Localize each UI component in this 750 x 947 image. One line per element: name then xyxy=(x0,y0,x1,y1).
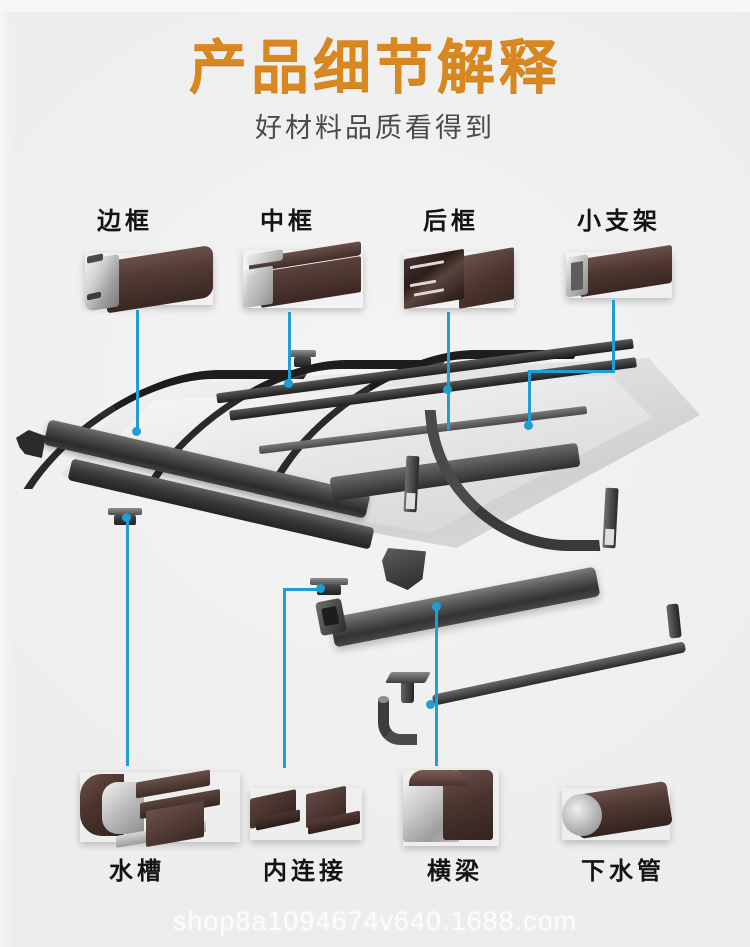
mount-clip-mid xyxy=(310,578,348,595)
leader-line-middle-frame xyxy=(288,312,291,384)
part-label-small-bracket: 小支架 xyxy=(577,208,661,235)
leader-dot-downspout xyxy=(426,700,435,709)
leader-dot-rear-frame xyxy=(443,385,452,394)
inner-connector-icon xyxy=(250,785,362,840)
page-title: 产品细节解释 xyxy=(188,35,561,100)
leader-dot-cross-beam xyxy=(432,602,441,611)
downspout-rod xyxy=(431,641,687,706)
leader-dot-side-frame xyxy=(132,427,141,436)
part-label-rear-frame: 后框 xyxy=(423,208,479,235)
rear-frame-profile-icon xyxy=(404,247,514,310)
gutter-profile-icon xyxy=(80,769,240,848)
part-label-inner-connector: 内连接 xyxy=(263,858,347,885)
watermark: shop8a1094674v640.1688.com xyxy=(172,906,578,936)
part-label-gutter: 水槽 xyxy=(109,858,165,885)
leader-line-inner-connector-h xyxy=(283,588,319,591)
header: 产品细节解释 好材料品质看得到 xyxy=(0,0,750,144)
elbow-pipe-icon xyxy=(378,696,417,745)
downspout-pipe-icon xyxy=(558,780,673,840)
leader-line-rear-frame xyxy=(447,312,450,430)
leader-line-small-bracket-h xyxy=(528,370,615,373)
part-label-middle-frame: 中框 xyxy=(260,208,316,235)
leader-line-small-bracket-v xyxy=(612,300,615,372)
part-label-downspout: 下水管 xyxy=(581,858,665,885)
page-subtitle: 好材料品质看得到 xyxy=(255,113,495,143)
roof-clip-1 xyxy=(290,350,316,367)
watermark-backdrop xyxy=(0,899,750,947)
part-label-cross-beam: 横梁 xyxy=(427,858,483,885)
leader-line-cross-beam xyxy=(435,606,438,766)
canopy-exploded-assembly xyxy=(0,338,750,648)
curved-support-arm xyxy=(424,410,601,551)
small-bracket-profile-icon xyxy=(566,244,672,298)
leader-dot-inner-connector xyxy=(316,584,325,593)
leader-line-small-bracket-v2 xyxy=(528,370,531,426)
side-frame-profile-icon xyxy=(85,244,213,314)
pipe-shoe-bracket xyxy=(385,672,431,703)
leader-line-side-frame xyxy=(136,310,139,432)
middle-frame-profile-icon xyxy=(243,241,363,309)
leader-line-inner-connector-v xyxy=(283,588,286,768)
leader-dot-small-bracket xyxy=(524,421,533,430)
part-label-side-frame: 边框 xyxy=(97,208,153,235)
leader-dot-gutter xyxy=(122,513,131,522)
vertical-post-2 xyxy=(602,487,619,549)
cross-beam-icon xyxy=(403,770,499,846)
leader-dot-middle-frame xyxy=(284,379,293,388)
leader-line-gutter xyxy=(126,518,129,766)
